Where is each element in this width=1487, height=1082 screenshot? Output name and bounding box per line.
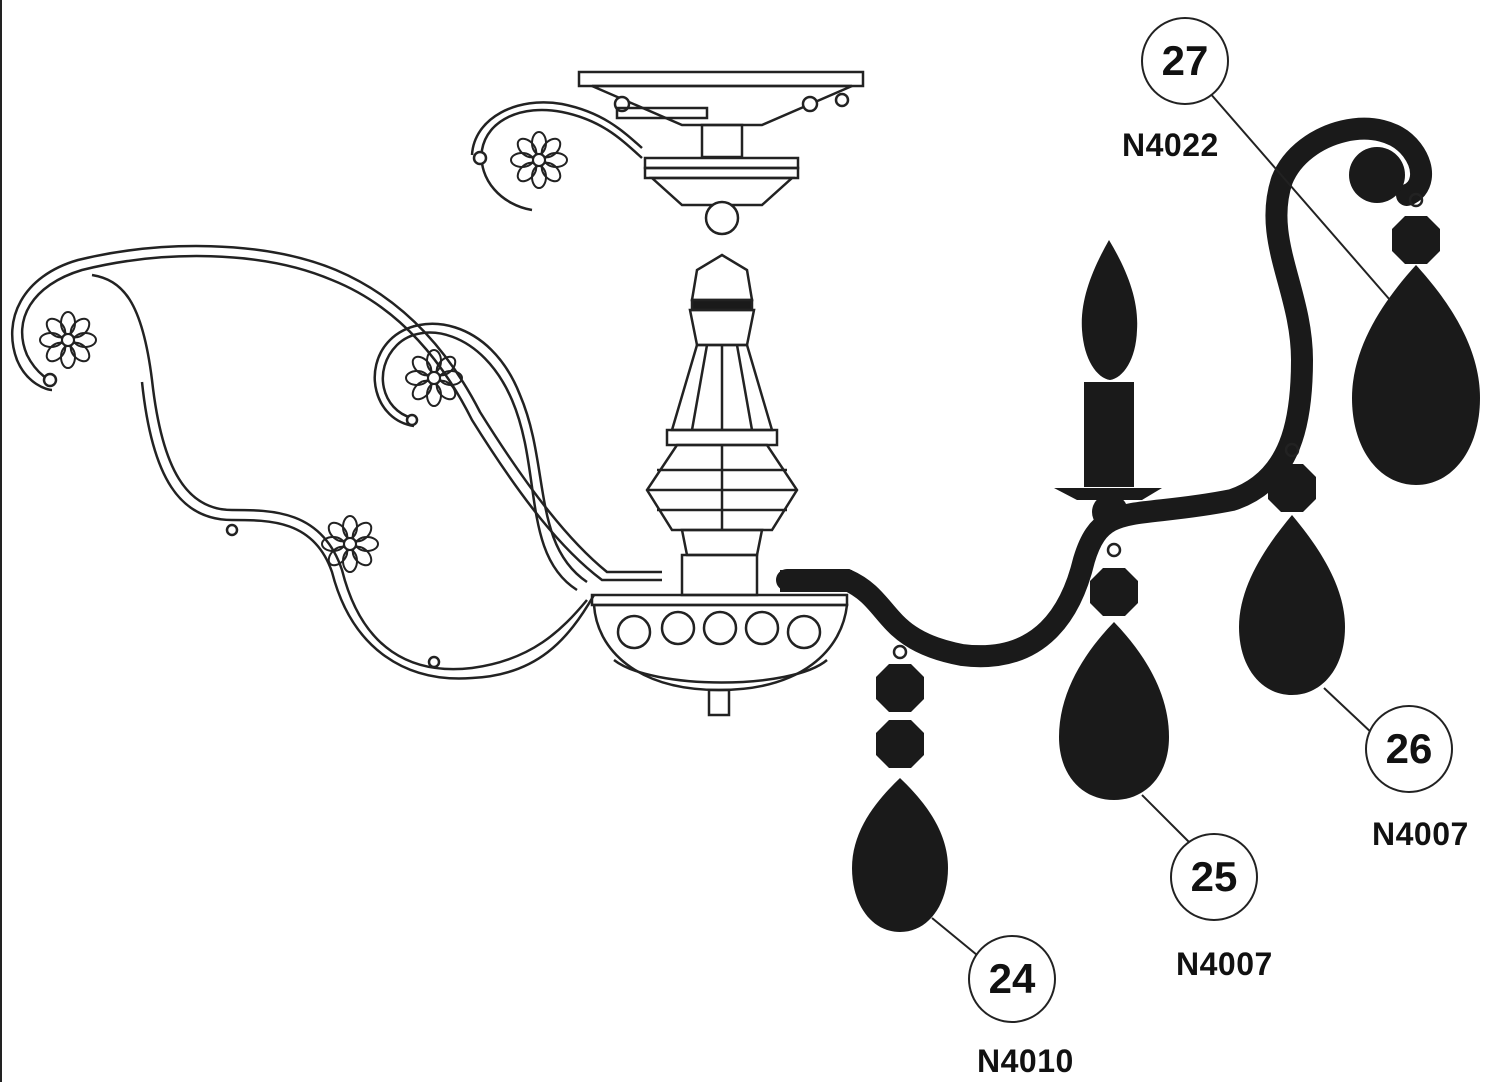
part-number-25: N4007: [1176, 946, 1273, 982]
crystal-26: [1239, 442, 1345, 695]
callout-26[interactable]: 26: [1365, 705, 1453, 793]
part-number-26: N4007: [1372, 816, 1469, 852]
part-number-27: N4022: [1122, 127, 1219, 163]
part-number-24: N4010: [977, 1043, 1074, 1079]
outlined-arms: [10, 244, 662, 680]
canopy-rosette: [510, 131, 568, 189]
crystal-25: [1059, 542, 1169, 800]
callout-27[interactable]: 27: [1141, 17, 1229, 105]
callout-25[interactable]: 25: [1170, 833, 1258, 921]
decorative-bowl: [590, 593, 849, 717]
left-arm-rosette: [39, 311, 97, 369]
crystal-27: [1352, 192, 1480, 485]
crystal-24: [852, 644, 948, 932]
callout-24[interactable]: 24: [968, 935, 1056, 1023]
arm-scroll-rosette: [1349, 147, 1405, 203]
central-stem: [645, 253, 799, 597]
candle: [1054, 240, 1162, 530]
leader-lines: [931, 91, 1391, 956]
ceiling-canopy: [470, 70, 865, 236]
